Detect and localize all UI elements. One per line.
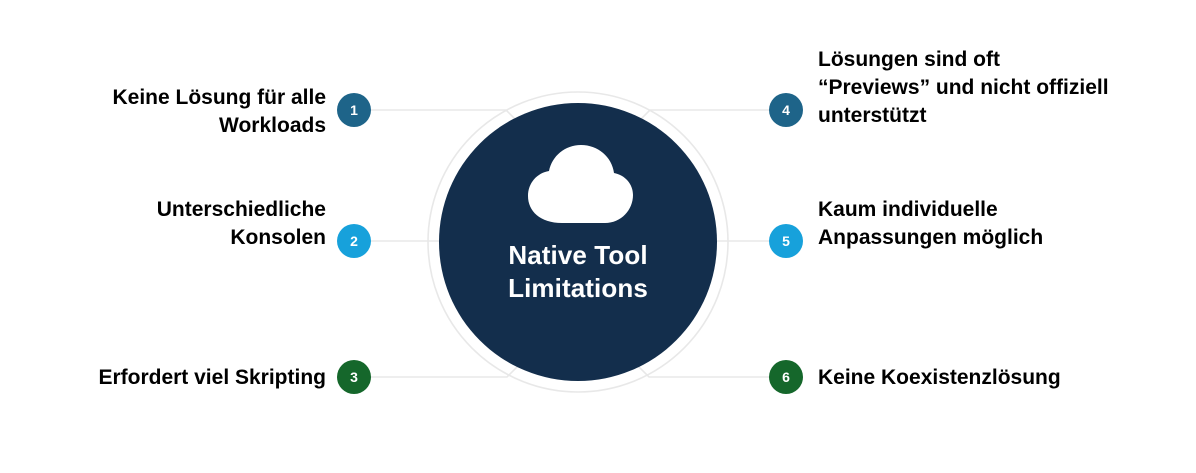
- item-label-3-line1: Erfordert viel Skripting: [98, 366, 326, 389]
- item-label-3: Erfordert viel Skripting: [26, 364, 326, 392]
- item-label-2: Unterschiedliche Konsolen: [46, 196, 326, 252]
- badge-5[interactable]: 5: [769, 224, 803, 258]
- badge-4-number: 4: [782, 102, 790, 118]
- badge-5-number: 5: [782, 233, 790, 249]
- item-label-2-line2: Konsolen: [230, 225, 326, 249]
- badge-6-number: 6: [782, 369, 790, 385]
- item-label-6-line1: Keine Koexistenzlösung: [818, 366, 1061, 389]
- item-label-1-line1: Keine Lösung für alle: [112, 86, 326, 109]
- badge-3[interactable]: 3: [337, 360, 371, 394]
- item-label-5-line1: Kaum individuelle: [818, 198, 998, 221]
- item-label-4-line3: unterstützt: [818, 103, 927, 127]
- hub-title: Native Tool Limitations: [508, 239, 648, 306]
- item-label-4: Lösungen sind oft “Previews” und nicht o…: [818, 46, 1178, 130]
- badge-2-number: 2: [350, 233, 358, 249]
- badge-4[interactable]: 4: [769, 93, 803, 127]
- item-label-1-line2: Workloads: [219, 113, 326, 137]
- item-label-4-line2: “Previews” und nicht offiziell: [818, 75, 1109, 99]
- cloud-icon: [528, 145, 633, 223]
- badge-3-number: 3: [350, 369, 358, 385]
- item-label-6: Keine Koexistenzlösung: [818, 364, 1178, 392]
- item-label-1: Keine Lösung für alle Workloads: [46, 84, 326, 140]
- hub-circle[interactable]: Native Tool Limitations: [439, 103, 717, 381]
- item-label-5: Kaum individuelle Anpassungen möglich: [818, 196, 1178, 252]
- badge-1[interactable]: 1: [337, 93, 371, 127]
- item-label-4-line1: Lösungen sind oft: [818, 48, 1000, 71]
- badge-1-number: 1: [350, 102, 358, 118]
- hub-title-line2: Limitations: [508, 273, 648, 304]
- item-label-2-line1: Unterschiedliche: [156, 198, 326, 221]
- badge-6[interactable]: 6: [769, 360, 803, 394]
- hub-title-line1: Native Tool: [508, 240, 648, 270]
- badge-2[interactable]: 2: [337, 224, 371, 258]
- item-label-5-line2: Anpassungen möglich: [818, 225, 1044, 249]
